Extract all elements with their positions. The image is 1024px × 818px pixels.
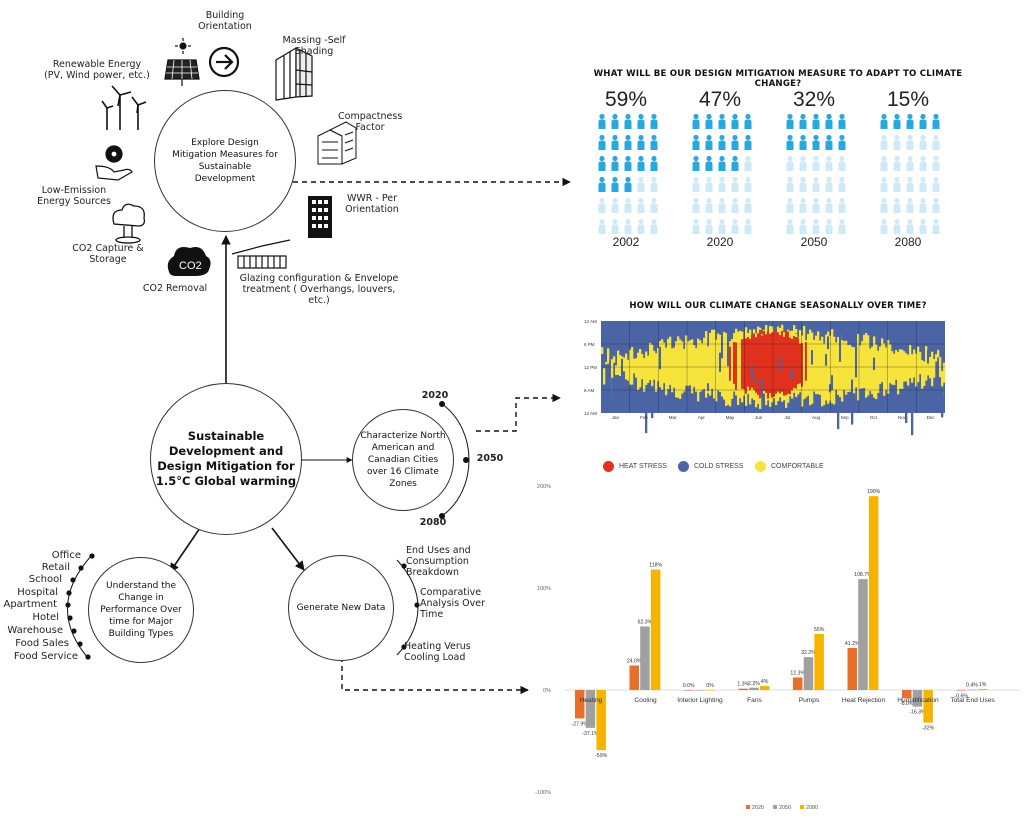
left-circle-label: Understand the Change in Performance Ove…: [100, 581, 182, 639]
legend-comfort-swatch: [755, 461, 766, 472]
glazing-label: Glazing configuration & Envelope treatme…: [239, 273, 399, 306]
building-type-food-service: Food Service: [13, 651, 78, 662]
legend-cold-label: COLD STRESS: [694, 463, 744, 470]
data-item-heating-cooling: Heating Verus Cooling Load: [404, 641, 471, 663]
glazing-icon: [231, 239, 291, 269]
massing-label: Massing -Self Shading: [282, 35, 346, 57]
infographic-title: WHAT WILL BE OUR DESIGN MITIGATION MEASU…: [593, 69, 963, 89]
data-item-end-uses: End Uses and Consumption Breakdown: [406, 545, 471, 578]
low-emission-hand-icon: [95, 145, 133, 181]
top-circle: Explore Design Mitigation Measures for S…: [154, 90, 296, 232]
heatmap-title: HOW WILL OUR CLIMATE CHANGE SEASONALLY O…: [629, 301, 927, 311]
legend-heat-label: HEAT STRESS: [619, 463, 667, 470]
group-3-pct: 32%: [792, 88, 836, 111]
group-1-pct: 59%: [604, 88, 648, 111]
co2-cloud-icon: CO2: [167, 247, 211, 276]
compactness-label: Compactness Factor: [338, 111, 403, 133]
co2-removal-label: CO2 Removal: [142, 283, 208, 294]
building-type-apartment: Apartment: [3, 599, 57, 610]
renewable-label: Renewable Energy (PV, Wind power, etc.): [44, 59, 150, 81]
wwr-tower-icon: [308, 196, 332, 238]
svg-text:CO2: CO2: [179, 260, 202, 272]
building-type-hospital: Hospital: [17, 587, 58, 598]
building-type-retail: Retail: [41, 562, 70, 573]
massing-icon: [275, 46, 313, 101]
top-circle-label: Explore Design Mitigation Measures for S…: [172, 138, 278, 184]
year-2050-label: 2050: [476, 453, 504, 464]
orientation-arrow-icon: [208, 46, 240, 78]
year-2020-label: 2020: [421, 390, 449, 401]
year-2080-label: 2080: [419, 517, 447, 528]
left-circle: Understand the Change in Performance Ove…: [88, 557, 194, 663]
building-type-warehouse: Warehouse: [7, 625, 63, 636]
group-3-year: 2050: [800, 235, 828, 249]
arrow-to-left-circle: [169, 527, 201, 573]
arrow-to-data-circle: [271, 527, 305, 571]
building-type-office: Office: [51, 550, 81, 561]
low-emission-label: Low-Emission Energy Sources: [37, 185, 111, 207]
legend-heat-swatch: [603, 461, 614, 472]
group-4-year: 2080: [894, 235, 922, 249]
data-item-comparative: Comparative Analysis Over Time: [420, 587, 486, 620]
group-2-year: 2020: [706, 235, 734, 249]
wind-turbine-icon: [101, 85, 147, 130]
group-1-year: 2002: [612, 235, 640, 249]
compactness-building-icon: [317, 121, 357, 165]
dashed-arrow-heatmap: [476, 393, 561, 432]
building-type-school: School: [28, 574, 62, 585]
legend-cold-swatch: [678, 461, 689, 472]
group-2-pct: 47%: [698, 88, 742, 111]
solar-panel-icon: [164, 38, 200, 86]
legend-comfort-label: COMFORTABLE: [771, 463, 824, 470]
data-circle: Generate New Data: [288, 555, 394, 661]
group-4-pct: 15%: [886, 88, 930, 111]
wwr-label: WWR - Per Orientation: [345, 193, 399, 215]
building-type-hotel: Hotel: [32, 612, 60, 623]
center-circle-label: Sustainable Development and Design Mitig…: [155, 429, 297, 488]
center-circle: Sustainable Development and Design Mitig…: [150, 383, 302, 535]
building-orientation-label: Building Orientation: [198, 10, 252, 32]
co2-capture-icon: [112, 203, 146, 244]
co2-capture-label: CO2 Capture & Storage: [72, 243, 144, 265]
dashed-arrow-barchart: [341, 657, 529, 695]
right-circle-label: Characterize North American and Canadian…: [360, 431, 446, 489]
building-type-food-sales: Food Sales: [15, 638, 69, 649]
data-circle-label: Generate New Data: [296, 603, 386, 613]
right-circle: Characterize North American and Canadian…: [352, 409, 454, 511]
